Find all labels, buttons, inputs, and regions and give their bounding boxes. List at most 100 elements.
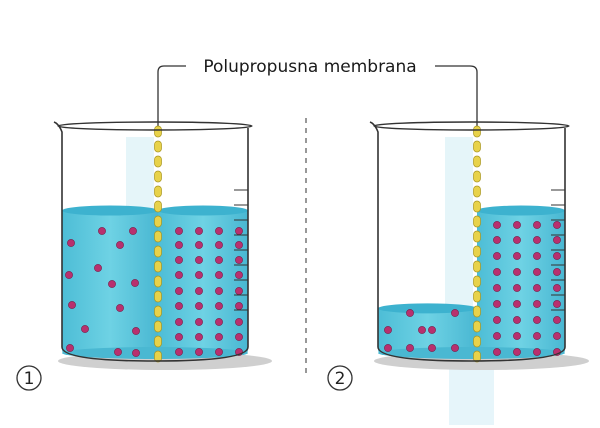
membrane-segment [154,245,162,258]
solute-particle [175,333,183,341]
solute-particle [116,304,124,312]
membrane-segment [473,230,481,243]
solute-particle [195,271,203,279]
solute-particle [533,316,541,324]
solute-particle [384,326,392,334]
solute-particle [114,348,122,356]
solute-particle [195,318,203,326]
solute-particle [175,348,183,356]
solute-particle [175,271,183,279]
solute-particle [81,325,89,333]
membrane-segment [154,230,162,243]
membrane-segment [154,155,162,168]
solute-particle [493,252,501,260]
solute-particle [513,300,521,308]
membrane-segment [154,335,162,348]
solute-particle [235,302,243,310]
solute-particle [65,271,73,279]
solute-particle [66,344,74,352]
solute-particle [533,236,541,244]
solute-particle [175,287,183,295]
solute-particle [108,280,116,288]
solute-particle [175,256,183,264]
membrane-segment [473,320,481,333]
solute-particle [195,348,203,356]
solute-particle [428,344,436,352]
solute-particle [175,302,183,310]
solute-particle [451,309,459,317]
solute-particle [235,287,243,295]
solute-particle [406,309,414,317]
solute-particle [493,221,501,229]
solute-particle [553,221,561,229]
solute-particle [513,252,521,260]
solute-particle [215,348,223,356]
beaker-rim [373,121,570,131]
solute-particle [67,239,75,247]
beaker-1-number-badge: 1 [16,365,42,391]
membrane-segment [154,140,162,153]
membrane-segment [154,200,162,213]
membrane-segment [473,125,481,138]
solute-particle [195,241,203,249]
solute-particle [553,300,561,308]
membrane-label: Polupropusna membrana [203,57,416,77]
beaker-2 [369,121,589,425]
solute-particle [493,300,501,308]
water-left-surface [378,303,477,314]
solute-particle [513,268,521,276]
water-left-surface [62,205,158,216]
solute-particle [533,252,541,260]
membrane-segment [154,290,162,303]
membrane-segment [473,185,481,198]
membrane-segment [154,275,162,288]
solute-particle [215,271,223,279]
membrane-segment [154,320,162,333]
membrane-segment [473,140,481,153]
water-right [158,210,248,355]
solute-particle [235,271,243,279]
solute-particle [533,348,541,356]
solute-particle [513,236,521,244]
membrane-segment [473,335,481,348]
water-right-surface [477,205,565,216]
solute-particle [493,316,501,324]
solute-particle [513,221,521,229]
solute-particle [175,318,183,326]
solute-particle [215,227,223,235]
membrane-segment [473,245,481,258]
water-left [378,308,477,355]
beaker-rim [57,121,253,131]
water-right-surface [158,205,248,216]
membrane-segment [154,305,162,318]
solute-particle [533,221,541,229]
solute-particle [235,318,243,326]
solute-particle [553,236,561,244]
solute-particle [195,333,203,341]
solute-particle [235,333,243,341]
solute-particle [116,241,124,249]
membrane-segment [473,200,481,213]
membrane-segment [154,350,162,363]
solute-particle [513,316,521,324]
solute-particle [215,287,223,295]
solute-particle [131,279,139,287]
membrane-segment [154,125,162,138]
solute-particle [553,316,561,324]
water-right [477,210,565,355]
solute-particle [129,227,137,235]
solute-particle [215,318,223,326]
solute-particle [533,268,541,276]
solute-particle [215,256,223,264]
solute-particle [553,332,561,340]
solute-particle [493,284,501,292]
solute-particle [215,333,223,341]
solute-particle [235,241,243,249]
solute-particle [235,256,243,264]
solute-particle [451,344,459,352]
membrane-segment [473,260,481,273]
solute-particle [215,241,223,249]
solute-particle [94,264,102,272]
beaker-2-number-badge: 2 [327,365,353,391]
membrane-segment [154,260,162,273]
